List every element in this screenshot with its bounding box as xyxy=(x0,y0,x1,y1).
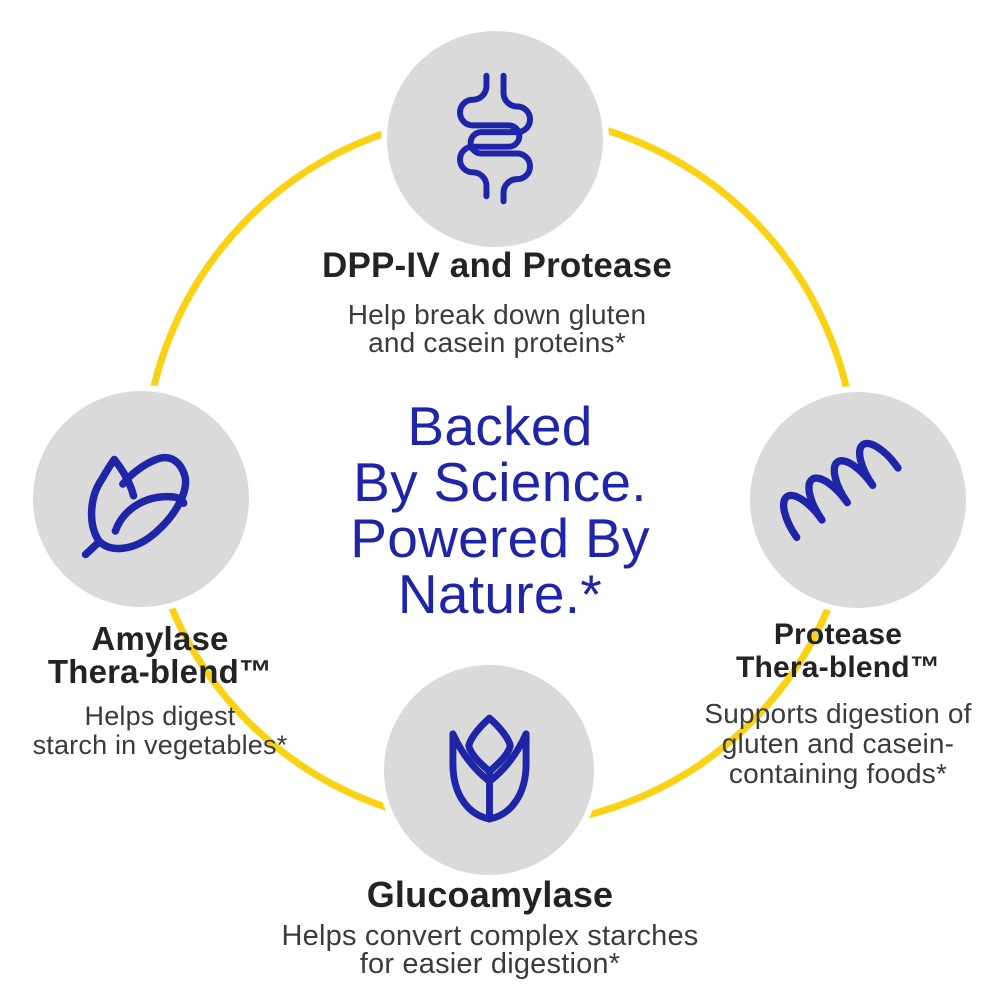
node-desc-line: gluten and casein- xyxy=(721,728,955,759)
node-title-amylase-line2: Thera-blend™ xyxy=(47,653,273,690)
dpp-iv-text-block: DPP-IV and Protease Help break down glut… xyxy=(257,248,737,357)
protease-text-block: Protease Thera-blend™ Supports digestion… xyxy=(668,618,1000,789)
node-title-dpp-iv: DPP-IV and Protease xyxy=(321,246,673,285)
coil-icon xyxy=(779,439,902,541)
node-title-protease: Protease xyxy=(773,618,903,651)
node-circle-amylase xyxy=(27,385,255,613)
lotus-icon xyxy=(448,714,530,823)
intestine-icon xyxy=(457,72,533,205)
node-desc-line: starch in vegetables* xyxy=(32,730,288,760)
amylase-text-block: Amylase Thera-blend™ Helps digest starch… xyxy=(0,622,330,760)
corn-icon xyxy=(81,453,190,559)
headline-line: Nature.* xyxy=(397,563,603,625)
node-circle-protease xyxy=(744,386,972,614)
node-title-amylase: Amylase xyxy=(91,620,229,657)
node-desc-line: for easier digestion* xyxy=(359,948,621,980)
headline-line: By Science. xyxy=(353,451,647,513)
node-desc-line: Help break down gluten xyxy=(347,299,647,330)
node-desc-line: Supports digestion of xyxy=(704,698,972,729)
node-desc-line: and casein proteins* xyxy=(368,327,626,358)
center-headline: Backed By Science. Powered By Nature.* xyxy=(280,398,720,622)
glucoamylase-text-block: Glucoamylase Helps convert complex starc… xyxy=(200,874,780,980)
node-desc-line: containing foods* xyxy=(728,758,948,789)
node-circle-dpp-iv xyxy=(381,25,609,253)
node-title-glucoamylase: Glucoamylase xyxy=(366,874,614,915)
headline-line: Backed xyxy=(407,395,593,457)
headline-line: Powered By xyxy=(350,507,650,569)
node-desc-line: Helps convert complex starches xyxy=(281,920,699,952)
node-title-protease-line2: Thera-blend™ xyxy=(735,651,941,684)
node-circle-glucoamylase xyxy=(378,659,600,881)
node-desc-line: Helps digest xyxy=(84,701,236,731)
